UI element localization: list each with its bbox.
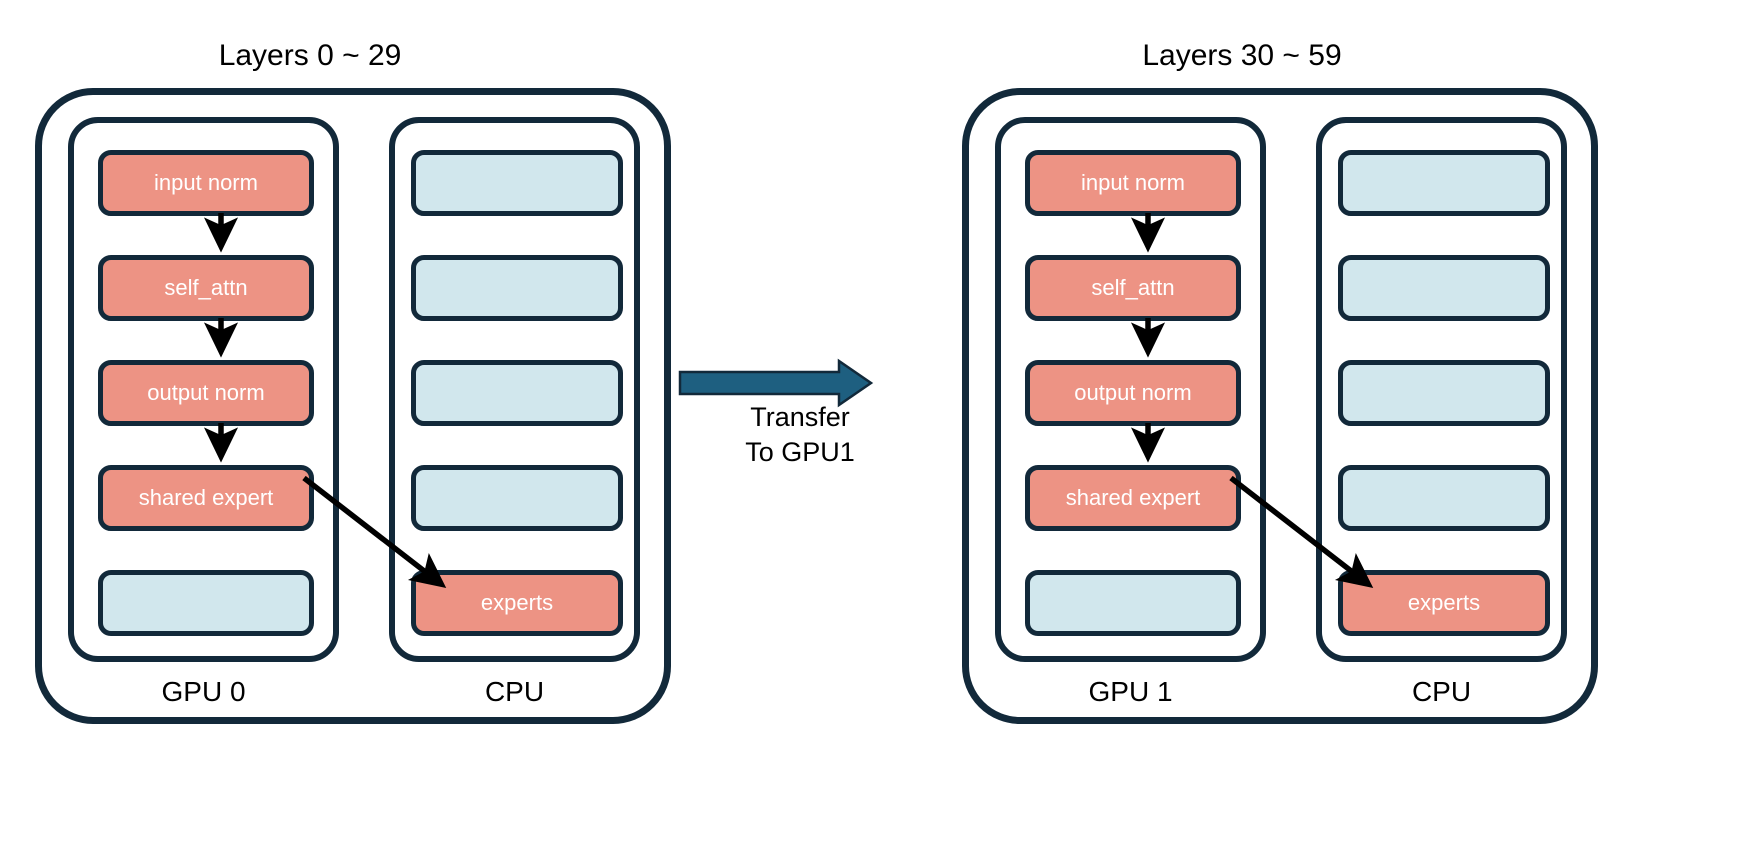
block-cpu-slot-3	[1338, 360, 1550, 426]
transfer-label-line1: Transfer	[750, 402, 850, 432]
block-experts: experts	[1338, 570, 1550, 636]
group-right-title: Layers 30 ~ 59	[1142, 39, 1342, 72]
label-gpu-1: GPU 1	[1088, 676, 1173, 707]
label-cpu-right: CPU	[1411, 676, 1472, 707]
block-cpu-slot-4	[1338, 465, 1550, 531]
cpu-panel-left: experts	[389, 117, 640, 662]
group-right: Layers 30 ~ 59 input norm self_attn outp…	[940, 0, 1700, 850]
block-empty-slot	[1025, 570, 1241, 636]
label-gpu-0: GPU 0	[161, 676, 246, 707]
gpu-panel-right: input norm self_attn output norm shared …	[995, 117, 1266, 662]
block-output-norm: output norm	[1025, 360, 1241, 426]
block-self-attn: self_attn	[1025, 255, 1241, 321]
transfer-label: Transfer To GPU1	[700, 400, 900, 470]
device-frame-gpu0: input norm self_attn output norm shared …	[35, 88, 671, 724]
block-shared-expert: shared expert	[98, 465, 314, 531]
block-cpu-slot-3	[411, 360, 623, 426]
cpu-panel-right: experts	[1316, 117, 1567, 662]
gpu-panel-left: input norm self_attn output norm shared …	[68, 117, 339, 662]
gpu-block-stack-left: input norm self_attn output norm shared …	[74, 123, 333, 656]
block-experts: experts	[411, 570, 623, 636]
block-cpu-slot-1	[1338, 150, 1550, 216]
cpu-block-stack-left: experts	[395, 123, 634, 656]
block-empty-slot	[98, 570, 314, 636]
block-output-norm: output norm	[98, 360, 314, 426]
group-left-title: Layers 0 ~ 29	[218, 39, 402, 72]
block-cpu-slot-1	[411, 150, 623, 216]
block-input-norm: input norm	[98, 150, 314, 216]
gpu-block-stack-right: input norm self_attn output norm shared …	[1001, 123, 1260, 656]
block-input-norm: input norm	[1025, 150, 1241, 216]
transfer-label-line2: To GPU1	[745, 437, 855, 467]
device-frame-gpu1: input norm self_attn output norm shared …	[962, 88, 1598, 724]
block-cpu-slot-2	[411, 255, 623, 321]
cpu-block-stack-right: experts	[1322, 123, 1561, 656]
group-left: Layers 0 ~ 29 input norm self_attn outpu…	[0, 0, 760, 850]
block-cpu-slot-2	[1338, 255, 1550, 321]
block-cpu-slot-4	[411, 465, 623, 531]
block-self-attn: self_attn	[98, 255, 314, 321]
block-shared-expert: shared expert	[1025, 465, 1241, 531]
label-cpu-left: CPU	[484, 676, 545, 707]
